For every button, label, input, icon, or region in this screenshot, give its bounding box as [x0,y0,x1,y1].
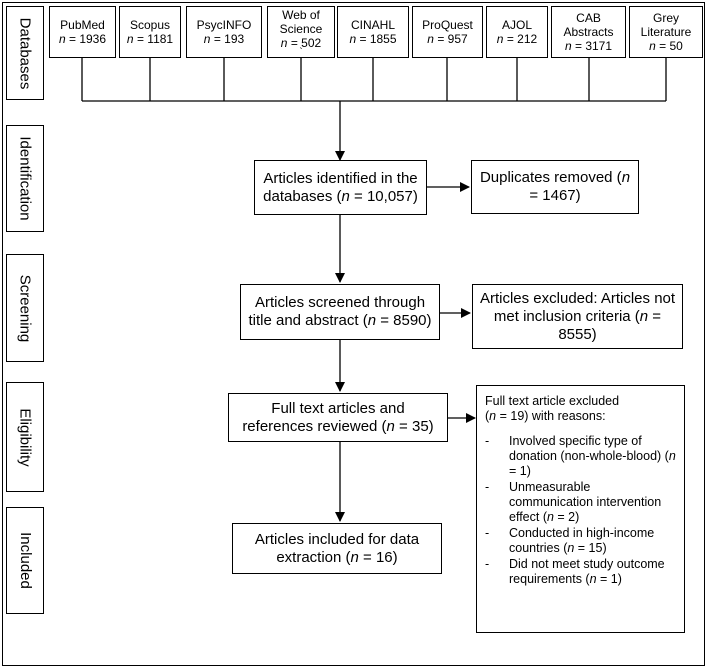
db-count: n = 957 [427,32,468,46]
db-count: n = 193 [203,32,245,46]
flow-text: Articles screened through title and abst… [248,294,432,329]
db-count: n = 502 [280,36,322,50]
db-name: AJOL [501,18,532,32]
db-name: Grey Literature [640,11,692,39]
flow-text: Articles included for data extraction (n… [254,530,420,566]
db-name: PsycINFO [196,18,252,32]
db-count: n = 1181 [126,32,174,46]
exclusion-header: Full text article excluded [485,394,620,408]
db-count: n = 1936 [58,32,107,46]
db-web-of-science: Web of Science n = 502 ` [267,6,335,58]
stage-identification: Identification [6,125,44,232]
exclusion-header-count: (n = 19) with reasons: [485,409,606,423]
db-count: n = 3171 [564,39,613,53]
db-name: PubMed [60,18,105,32]
box-fulltext-reviewed: Full text articles and references review… [228,393,448,442]
db-proquest: ProQuest n = 957 [412,6,483,58]
db-name: CINAHL [350,18,395,32]
box-articles-included: Articles included for data extraction (n… [232,523,442,574]
db-count: n = 1855 [349,32,397,46]
box-articles-identified: Articles identified in the databases (n … [254,160,427,215]
flow-text: Articles identified in the databases (n … [263,169,418,205]
db-name: CAB Abstracts [563,11,614,39]
box-articles-screened: Articles screened through title and abst… [240,284,440,340]
box-duplicates-removed: Duplicates removed (n = 1467) [471,160,639,214]
exclusion-reason: -Conducted in high-income countries (n =… [485,526,655,555]
flow-text: Full text articles and references review… [242,399,434,435]
db-grey-literature: Grey Literature n = 50 [629,6,703,58]
stage-included: Included [6,507,44,614]
stage-databases: Databases [6,6,44,100]
exclusion-reason: -Did not meet study outcome requirements… [485,557,665,586]
db-scopus: Scopus n = 1181 [119,6,181,58]
db-pubmed: PubMed n = 1936 [49,6,116,58]
db-count: n = 212 [496,32,538,46]
stage-screening: Screening [6,254,44,362]
box-articles-excluded-screening: Articles excluded: Articles not met incl… [472,284,683,349]
stray-mark: ` [299,47,303,58]
exclusion-reason: -Involved specific type of donation (non… [485,434,676,478]
db-name: Web of Science [279,8,323,36]
exclusion-reason: -Unmeasurable communication intervention… [485,480,662,524]
db-cinahl: CINAHL n = 1855 [337,6,409,58]
db-ajol: AJOL n = 212 [486,6,548,58]
stage-eligibility: Eligibility [6,382,44,492]
box-fulltext-excluded: Full text article excluded (n = 19) with… [476,385,685,633]
db-cab-abstracts: CAB Abstracts n = 3171 [551,6,626,58]
flow-text: Duplicates removed (n = 1467) [479,169,631,204]
db-count: n = 50 [649,39,683,53]
db-name: ProQuest [422,18,473,32]
flow-text: Articles excluded: Articles not met incl… [479,289,676,343]
db-psycinfo: PsycINFO n = 193 [186,6,262,58]
exclusion-reasons: -Involved specific type of donation (non… [485,434,676,587]
db-name: Scopus [129,18,171,32]
